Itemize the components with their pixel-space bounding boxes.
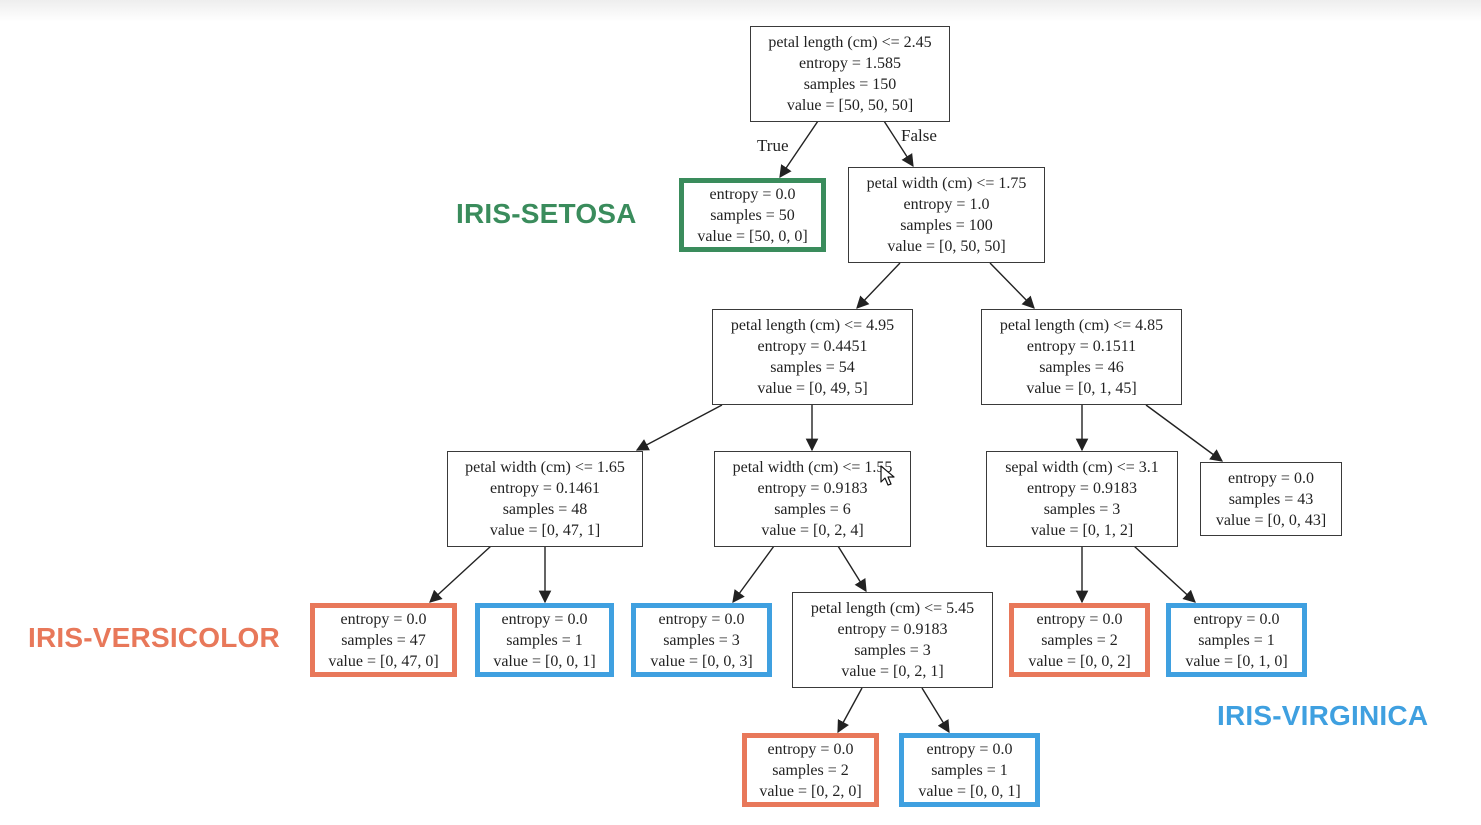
top-shade — [0, 0, 1481, 22]
node-text-line: value = [0, 1, 0] — [1185, 652, 1288, 670]
node-text-line: entropy = 0.0 — [1228, 469, 1314, 487]
node-text-line: samples = 43 — [1228, 490, 1314, 508]
node-text-line: petal width (cm) <= 1.75 — [866, 175, 1027, 192]
tree-node-leaf-3: entropy = 0.0 samples = 3 value = [0, 0, 3… — [631, 603, 772, 677]
node-text-line: value = [0, 47, 1] — [489, 522, 601, 539]
edge-n6-n11 — [732, 545, 775, 604]
mouse-cursor-icon — [880, 465, 895, 486]
tree-node-sepal-width-3-1: sepal width (cm) <= 3.1 entropy = 0.9183 s… — [986, 451, 1178, 547]
node-text-line: value = [0, 49, 5] — [757, 380, 868, 397]
node-text-line: samples = 50 — [710, 206, 795, 224]
node-text-line: samples = 150 — [803, 76, 897, 93]
edge-n2-n3 — [856, 262, 901, 309]
node-text-line: value = [0, 50, 50] — [887, 238, 1006, 255]
edge-n3-n5 — [635, 404, 723, 451]
node-text-line: entropy = 0.0 — [767, 740, 854, 758]
node-text-line: entropy = 1.585 — [799, 55, 901, 72]
edge-n4-n8 — [1145, 404, 1224, 462]
node-text-line: petal length (cm) <= 4.95 — [730, 317, 895, 334]
class-label-setosa: IRIS-SETOSA — [456, 198, 637, 229]
node-text-line: samples = 3 — [1043, 501, 1121, 518]
node-text-line: entropy = 0.9183 — [757, 480, 868, 497]
node-text-line: petal length (cm) <= 4.85 — [999, 317, 1164, 334]
node-text-line: value = [0, 0, 2] — [1028, 652, 1131, 670]
tree-node-leaf-1-a: entropy = 0.0 samples = 1 value = [0, 0, 1… — [475, 603, 614, 677]
edge-n12-n16 — [921, 687, 950, 734]
tree-node-leaf-1-c: entropy = 0.0 samples = 1 value = [0, 0, 1… — [899, 733, 1040, 807]
tree-node-root: petal length (cm) <= 2.45 entropy = 1.585… — [750, 26, 950, 122]
node-text-line: samples = 1 — [931, 761, 1008, 779]
edge-n5-n9 — [429, 545, 492, 603]
node-text-line: entropy = 0.0 — [1193, 610, 1280, 628]
tree-node-leaf-2-b: entropy = 0.0 samples = 2 value = [0, 2, 0… — [742, 733, 879, 807]
node-text-line: entropy = 0.9183 — [1027, 480, 1137, 497]
node-text-line: entropy = 0.0 — [658, 610, 745, 628]
node-text-line: samples = 1 — [1198, 631, 1275, 649]
edge-label-true: True — [757, 136, 789, 155]
node-text-line: entropy = 0.1511 — [1026, 338, 1137, 355]
node-text-line: entropy = 0.0 — [709, 185, 796, 203]
edge-n2-n4 — [989, 262, 1035, 309]
edge-n7-n14 — [1133, 545, 1196, 603]
node-text-line: value = [50, 50, 50] — [786, 97, 914, 114]
node-text-line: value = [0, 0, 43] — [1215, 511, 1327, 529]
node-text-line: entropy = 0.9183 — [837, 621, 948, 638]
node-text-line: samples = 6 — [774, 501, 851, 518]
node-text-line: petal width (cm) <= 1.55 — [732, 459, 893, 476]
tree-node-petal-length-4-85: petal length (cm) <= 4.85 entropy = 0.151… — [981, 309, 1182, 405]
tree-node-petal-length-4-95: petal length (cm) <= 4.95 entropy = 0.445… — [712, 309, 913, 405]
node-text-line: samples = 3 — [663, 631, 740, 649]
tree-node-petal-width-1-65: petal width (cm) <= 1.65 entropy = 0.1461… — [447, 451, 643, 547]
tree-node-leaf-1-b: entropy = 0.0 samples = 1 value = [0, 1, 0… — [1166, 603, 1307, 677]
node-text-line: petal length (cm) <= 2.45 — [768, 34, 932, 51]
node-text-line: petal length (cm) <= 5.45 — [810, 600, 975, 617]
node-text-line: samples = 54 — [770, 359, 855, 376]
node-text-line: entropy = 0.0 — [926, 740, 1013, 758]
node-text-line: samples = 100 — [900, 217, 993, 234]
node-text-line: value = [0, 2, 0] — [759, 782, 862, 800]
tree-node-leaf-47: entropy = 0.0 samples = 47 value = [0, 47,… — [310, 603, 457, 677]
node-text-line: value = [0, 2, 4] — [761, 522, 864, 539]
node-text-line: samples = 48 — [502, 501, 588, 518]
node-text-line: value = [0, 1, 2] — [1030, 522, 1134, 539]
node-text-line: value = [0, 0, 1] — [493, 652, 596, 670]
node-text-line: samples = 2 — [772, 761, 849, 779]
edge-n0-n2 — [883, 120, 914, 168]
class-label-virginica: IRIS-VIRGINICA — [1217, 700, 1429, 731]
tree-node-petal-width-1-55: petal width (cm) <= 1.55 entropy = 0.9183… — [714, 451, 911, 547]
node-text-line: value = [0, 47, 0] — [328, 652, 439, 670]
tree-node-leaf-2-a: entropy = 0.0 samples = 2 value = [0, 0, 2… — [1009, 603, 1150, 677]
tree-node-leaf-setosa: entropy = 0.0 samples = 50 value = [50, 0,… — [679, 178, 826, 252]
edge-n12-n15 — [837, 687, 863, 734]
node-text-line: samples = 2 — [1041, 631, 1118, 649]
edge-n0-n1 — [779, 120, 819, 179]
node-text-line: samples = 47 — [341, 631, 426, 649]
node-text-line: entropy = 0.0 — [340, 610, 427, 628]
tree-node-leaf-43: entropy = 0.0 samples = 43 value = [0, 0, … — [1200, 462, 1342, 536]
node-text-line: value = [0, 0, 1] — [918, 782, 1021, 800]
node-text-line: samples = 1 — [506, 631, 583, 649]
tree-node-petal-width-1-75: petal width (cm) <= 1.75 entropy = 1.0 sam… — [848, 167, 1045, 263]
node-text-line: entropy = 0.0 — [1036, 610, 1123, 628]
node-text-line: samples = 3 — [854, 642, 931, 659]
edge-label-false: False — [901, 126, 937, 145]
node-text-line: value = [0, 1, 45] — [1026, 380, 1137, 397]
node-text-line: entropy = 0.0 — [501, 610, 588, 628]
tree-node-petal-length-5-45: petal length (cm) <= 5.45 entropy = 0.918… — [792, 592, 993, 688]
node-text-line: sepal width (cm) <= 3.1 — [1005, 459, 1159, 476]
node-text-line: samples = 46 — [1039, 359, 1124, 376]
node-text-line: value = [0, 0, 3] — [650, 652, 753, 670]
node-text-line: entropy = 0.4451 — [757, 338, 868, 355]
node-text-line: value = [0, 2, 1] — [841, 663, 944, 680]
node-text-line: entropy = 1.0 — [903, 196, 990, 213]
node-text-line: value = [50, 0, 0] — [697, 227, 808, 245]
class-label-versicolor: IRIS-VERSICOLOR — [28, 622, 280, 653]
edge-n6-n12 — [837, 545, 867, 593]
node-text-line: entropy = 0.1461 — [490, 480, 600, 497]
node-text-line: petal width (cm) <= 1.65 — [465, 459, 625, 476]
